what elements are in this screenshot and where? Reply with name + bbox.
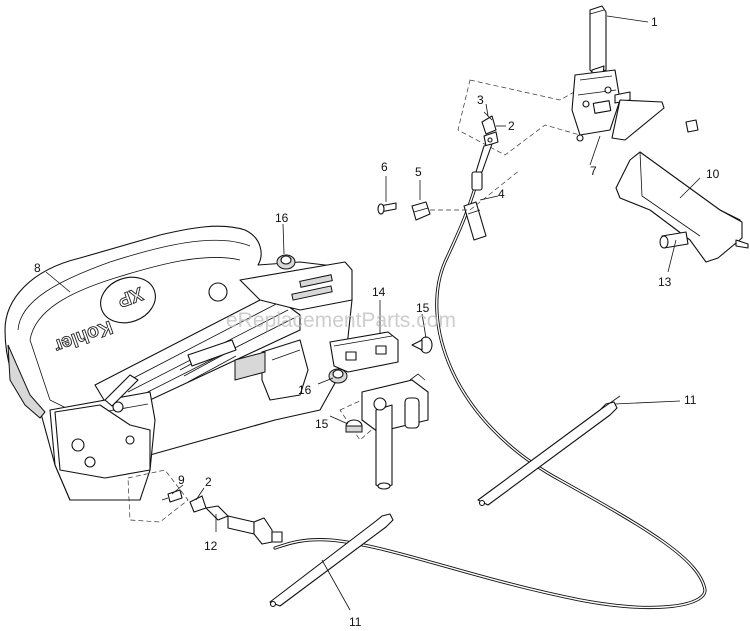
leader-lines: [45, 15, 701, 611]
callout-labels: 1 2 2 3 4 5 6 7 8 9 10 11 11 12 13 14 15…: [34, 15, 720, 629]
callout-12: 12: [204, 539, 218, 553]
cable-tie-upper-part-11[interactable]: [477, 395, 621, 507]
clip-part-4[interactable]: [463, 201, 487, 241]
control-mount-part-7[interactable]: [571, 69, 631, 142]
callout-2-upper: 2: [508, 119, 515, 133]
callout-2-lower: 2: [205, 475, 212, 489]
cable-end-part-2-upper[interactable]: [483, 131, 499, 147]
clamp-part-5[interactable]: [411, 201, 431, 221]
control-dash-outline: [457, 79, 601, 156]
support-bracket-part-10[interactable]: [615, 151, 749, 263]
callout-14: 14: [372, 285, 386, 299]
callout-11-lower: 11: [349, 615, 362, 629]
watermark-text: eReplacementParts.com: [226, 309, 456, 332]
bolt-lower-part-15[interactable]: [345, 419, 363, 433]
cable-end-rod: [471, 143, 493, 191]
callout-5: 5: [415, 165, 422, 179]
callout-8: 8: [34, 261, 41, 275]
callout-15-lower: 15: [315, 417, 329, 431]
spacer-upper-part-16[interactable]: [276, 254, 296, 270]
clip-part-9[interactable]: [161, 489, 183, 503]
throttle-cable-part-11[interactable]: [273, 168, 707, 610]
hardware-dash-outline: [127, 469, 189, 523]
callout-10: 10: [706, 167, 720, 181]
screw-part-6[interactable]: [377, 202, 397, 215]
callout-15-upper: 15: [416, 301, 430, 315]
cable-end-part-2-lower[interactable]: [189, 495, 207, 513]
cable-housing-part-12[interactable]: [205, 505, 283, 545]
callout-6: 6: [381, 160, 388, 174]
bolt-upper-part-15[interactable]: [411, 336, 433, 354]
cable-clip-part-3[interactable]: [481, 111, 497, 135]
mount-plate: [611, 99, 699, 141]
callout-1: 1: [651, 15, 658, 29]
cable-tie-lower-part-11[interactable]: [269, 513, 394, 608]
callout-4: 4: [498, 187, 505, 201]
engine-assembly-part-8[interactable]: XP Kohler: [4, 225, 353, 501]
callout-16-upper: 16: [275, 211, 289, 225]
callout-7: 7: [590, 164, 597, 178]
spacer-lower-part-16[interactable]: [328, 368, 348, 384]
callout-16-lower: 16: [298, 383, 312, 397]
control-pivot-assembly: [361, 373, 429, 490]
callout-9: 9: [178, 473, 185, 487]
callout-13: 13: [658, 275, 672, 289]
callout-3: 3: [477, 93, 484, 107]
callout-11-upper: 11: [684, 393, 697, 407]
cable-route-dash: [430, 169, 521, 211]
bolt-part-13[interactable]: [659, 231, 689, 249]
throttle-bracket-part-14[interactable]: [329, 331, 399, 373]
